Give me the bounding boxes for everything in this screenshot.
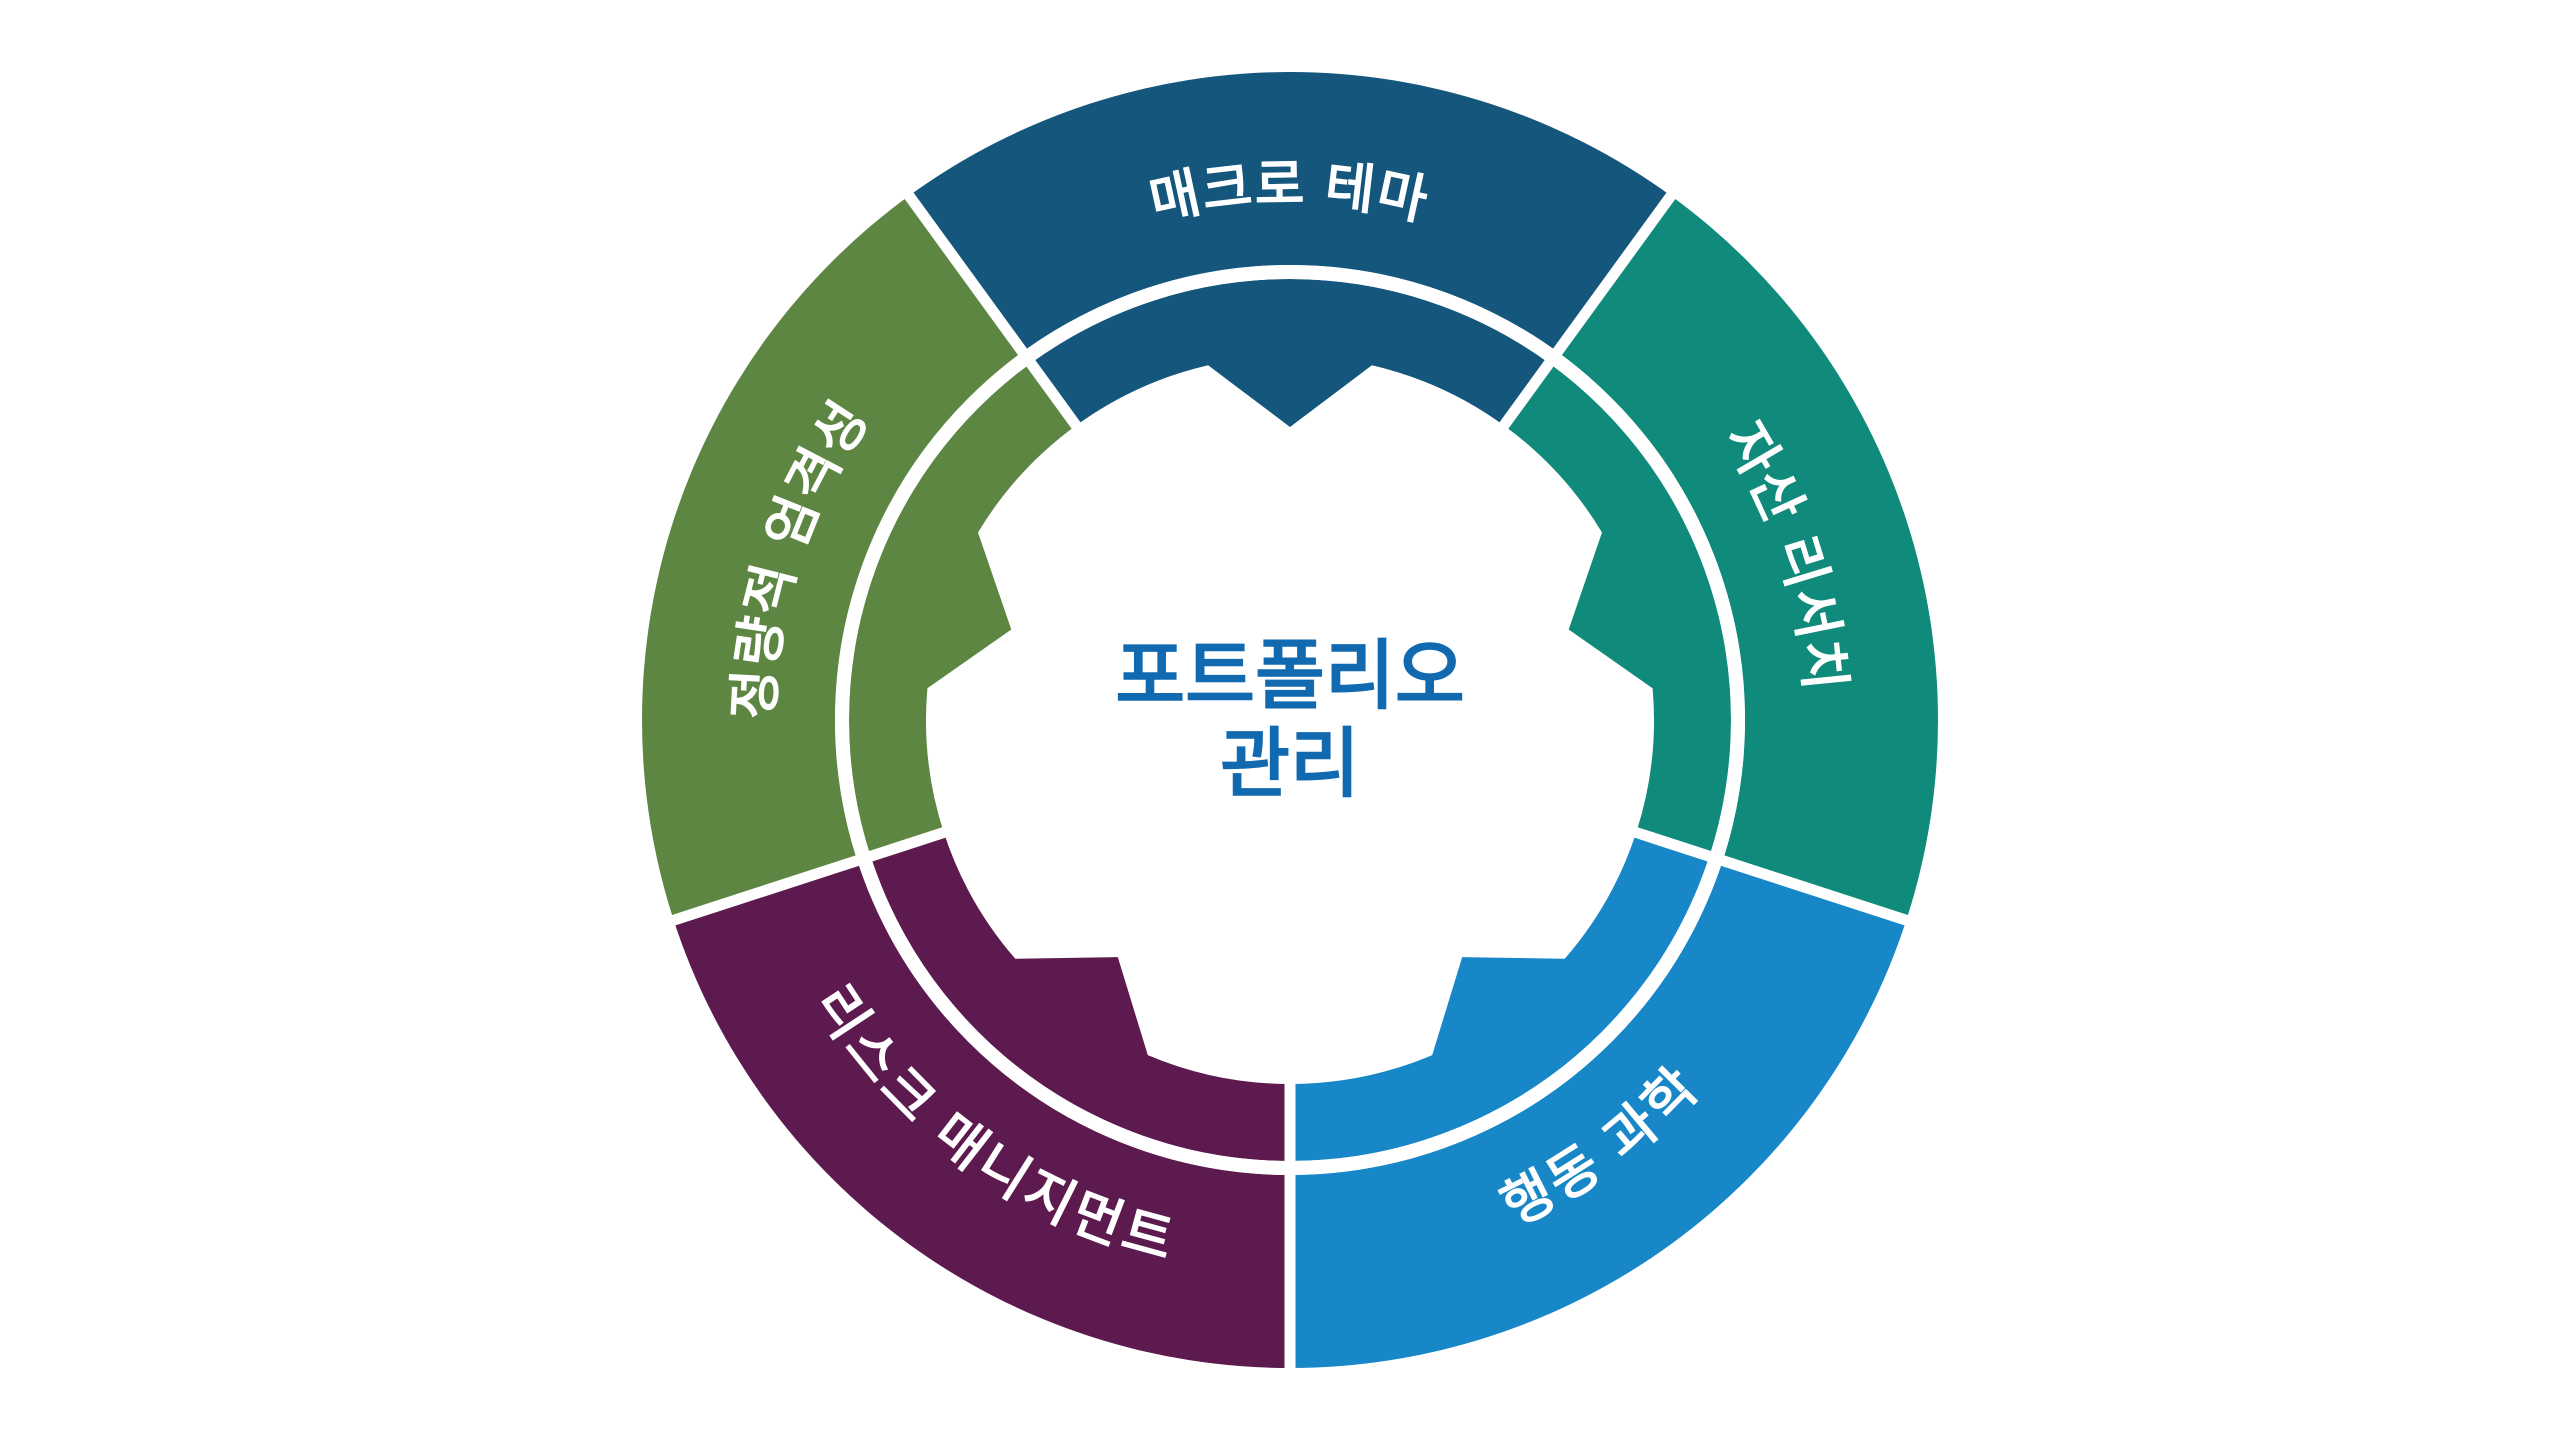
inner-ring-separator <box>835 265 1745 1175</box>
divider-line <box>1491 184 1682 441</box>
segment-quantitative-rigor-inner <box>849 363 1077 857</box>
segment-behavioral-science-outer <box>1290 860 1907 1368</box>
segment-risk-management-inner <box>870 832 1290 1161</box>
center-title-line2: 관리 <box>1220 722 1360 807</box>
center-title-line1: 포트폴리오 <box>1115 634 1465 719</box>
outer-ring <box>642 72 1938 1369</box>
segment-quantitative-rigor-outer <box>642 195 1023 921</box>
segment-dividers <box>662 184 1918 1378</box>
segment-asset-research-inner <box>1504 363 1731 857</box>
center-title: 포트폴리오 관리 <box>1115 634 1465 807</box>
segment-macro-themes-outer <box>909 72 1671 352</box>
inner-ring <box>849 278 1731 1161</box>
divider-line <box>1621 822 1918 929</box>
segment-behavioral-science-inner <box>1290 832 1710 1161</box>
segment-macro-themes-inner <box>1030 278 1550 427</box>
divider-line <box>662 822 959 929</box>
segment-risk-management-outer <box>673 860 1290 1369</box>
divider-line <box>898 184 1089 441</box>
segment-asset-research-outer <box>1557 195 1938 921</box>
